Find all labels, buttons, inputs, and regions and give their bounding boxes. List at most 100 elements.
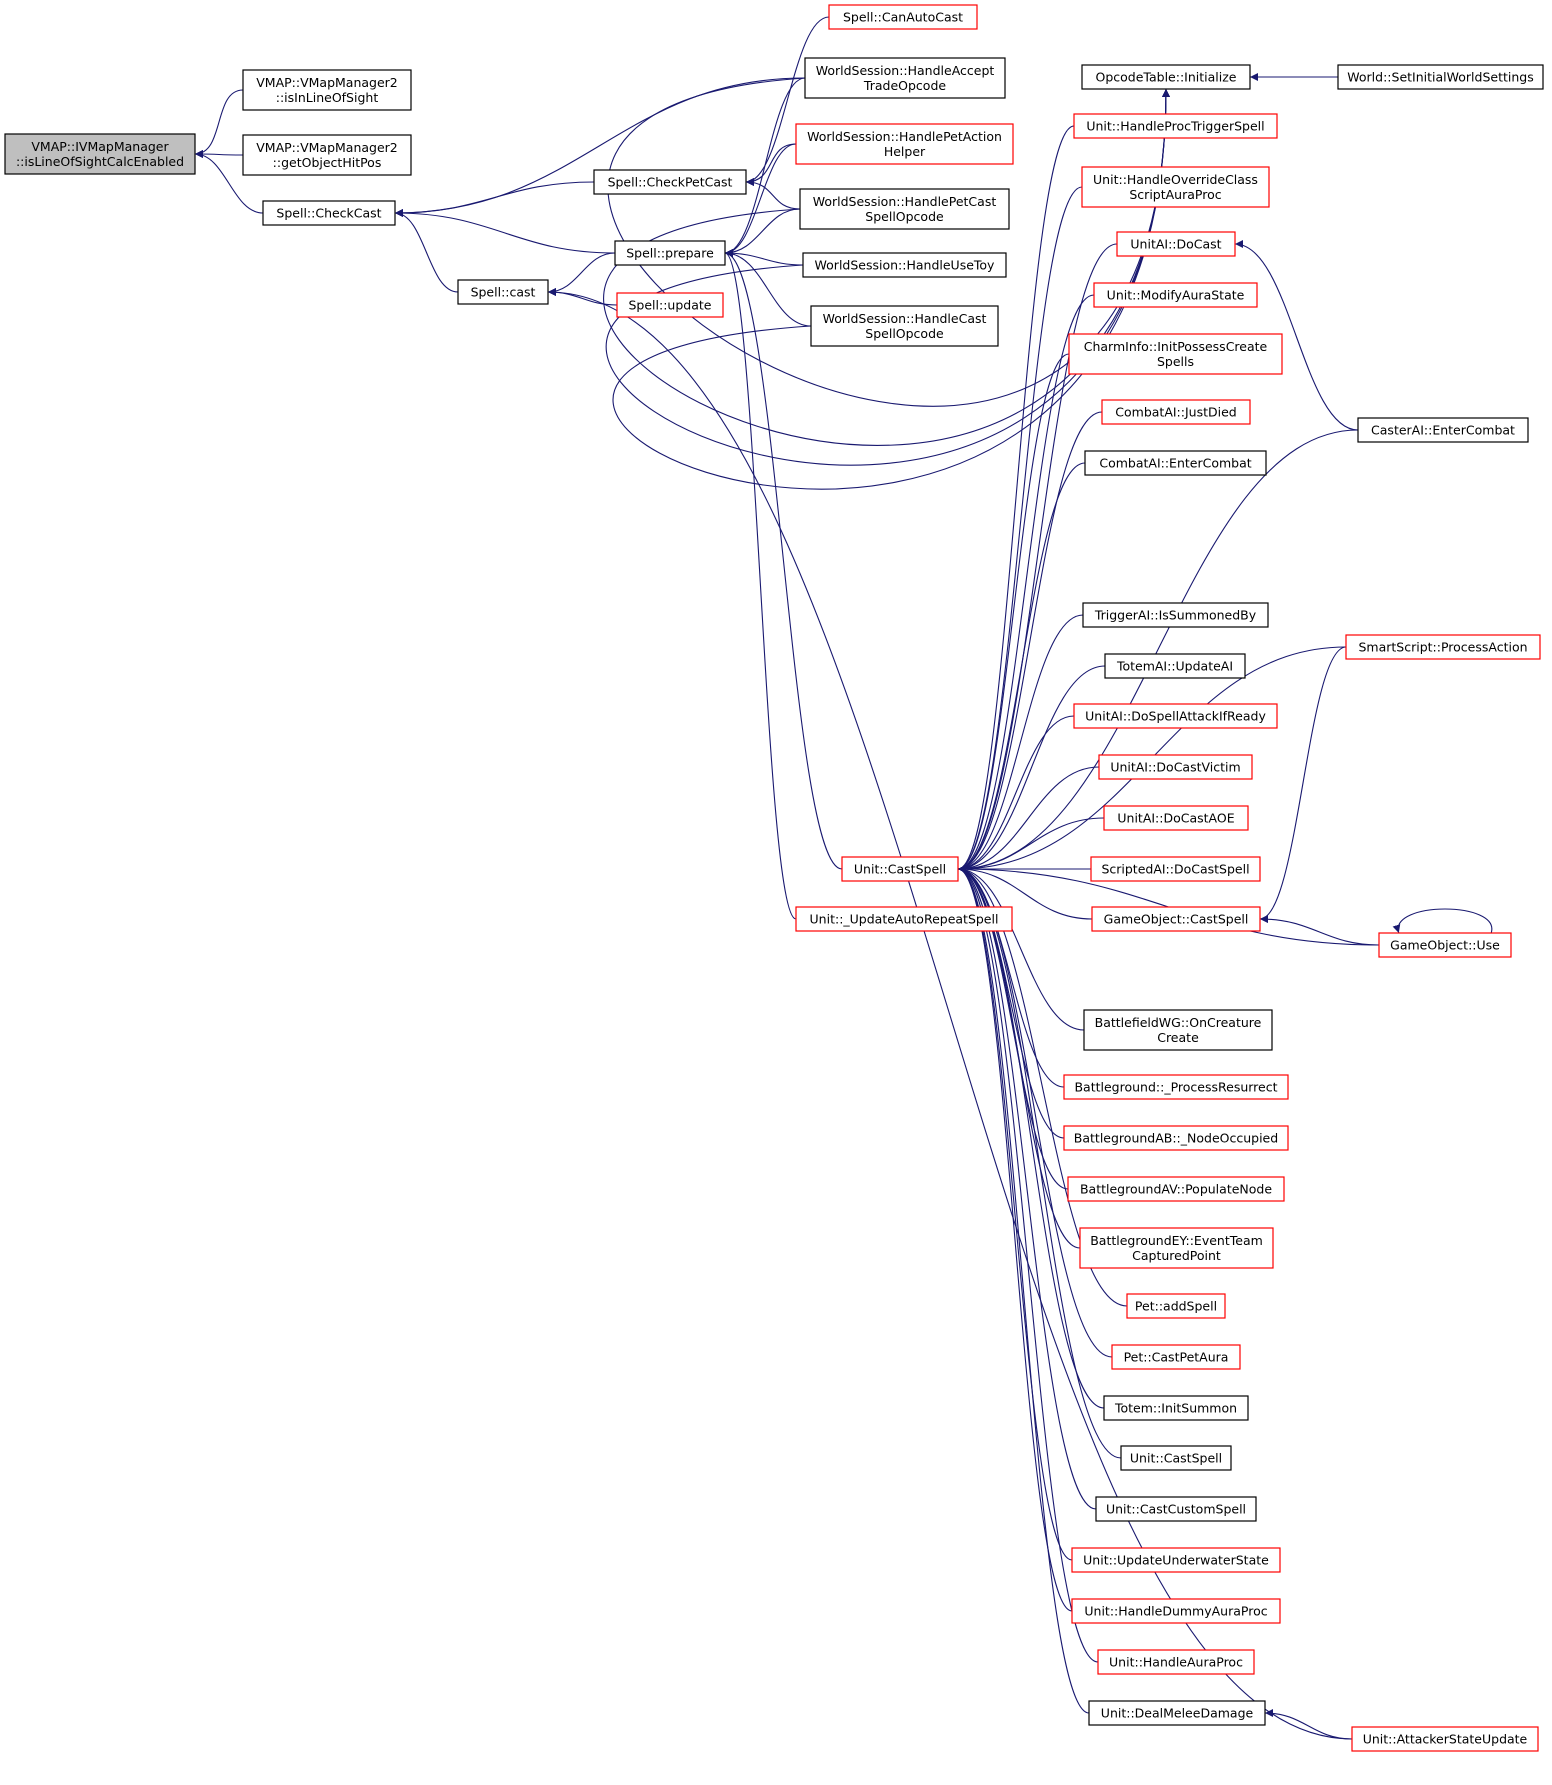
node-box: [1351, 1726, 1539, 1752]
node-box: [828, 4, 978, 30]
node-bg-resurrect[interactable]: Battleground::_ProcessResurrect: [1063, 1074, 1289, 1100]
node-totemai[interactable]: TotemAI::UpdateAI: [1104, 653, 1246, 679]
node-opcodetable[interactable]: OpcodeTable::Initialize: [1081, 64, 1251, 90]
node-label: Unit::CastCustomSpell: [1106, 1502, 1246, 1517]
node-label: Unit::DealMeleeDamage: [1101, 1706, 1254, 1721]
node-label: CharmInfo::InitPossessCreate: [1084, 339, 1268, 354]
node-box: [1063, 1125, 1289, 1151]
node-docastaoe[interactable]: UnitAI::DoCastAOE: [1103, 805, 1249, 831]
node-label: Helper: [884, 144, 926, 159]
edge-handleaura-to-unit-castspell: [957, 865, 1099, 1663]
node-label: OpcodeTable::Initialize: [1096, 70, 1237, 85]
edge-totemai-to-unit-castspell: [957, 665, 1106, 873]
node-go-use[interactable]: GameObject::Use: [1378, 932, 1512, 958]
node-unit-castspell[interactable]: Unit::CastSpell: [841, 856, 959, 882]
edge-ws-accepttrade-to-opcodetable: [607, 77, 1170, 407]
node-label: Create: [1157, 1030, 1199, 1045]
node-handleaura[interactable]: Unit::HandleAuraProc: [1097, 1649, 1255, 1675]
node-autorepeat[interactable]: Unit::_UpdateAutoRepeatSpell: [795, 906, 1013, 932]
edge-ws-petcast-to-checkpetcast: [745, 178, 801, 210]
node-cast[interactable]: Spell::cast: [457, 279, 549, 305]
node-checkpetcast[interactable]: Spell::CheckPetCast: [593, 169, 747, 195]
node-bgav[interactable]: BattlegroundAV::PopulateNode: [1067, 1176, 1285, 1202]
node-prepare[interactable]: Spell::prepare: [614, 240, 726, 266]
node-pet-addspell[interactable]: Pet::addSpell: [1126, 1293, 1226, 1319]
node-label: GameObject::Use: [1390, 938, 1500, 953]
node-modifyaura[interactable]: Unit::ModifyAuraState: [1093, 282, 1258, 308]
node-dospellattack[interactable]: UnitAI::DoSpellAttackIfReady: [1073, 703, 1278, 729]
node-ws-usetoy[interactable]: WorldSession::HandleUseToy: [802, 252, 1007, 278]
node-root[interactable]: VMAP::IVMapManager::isLineOfSightCalcEna…: [4, 133, 196, 175]
node-unit-castspell2[interactable]: Unit::CastSpell: [1120, 1445, 1232, 1471]
node-attackerstate[interactable]: Unit::AttackerStateUpdate: [1351, 1726, 1539, 1752]
node-box: [1084, 450, 1267, 476]
node-proctrigger[interactable]: Unit::HandleProcTriggerSpell: [1073, 113, 1278, 139]
edge-prepare-to-checkcast: [394, 209, 616, 254]
node-update[interactable]: Spell::update: [616, 292, 724, 318]
node-underwater[interactable]: Unit::UpdateUnderwaterState: [1071, 1547, 1281, 1573]
node-dealmelee[interactable]: Unit::DealMeleeDamage: [1088, 1700, 1266, 1726]
node-label: Unit::HandleAuraProc: [1109, 1655, 1243, 1670]
node-casterai-enter[interactable]: CasterAI::EnterCombat: [1357, 417, 1529, 443]
node-label: BattlegroundEY::EventTeam: [1090, 1233, 1263, 1248]
node-docastvictim[interactable]: UnitAI::DoCastVictim: [1098, 754, 1253, 780]
node-checkcast[interactable]: Spell::CheckCast: [262, 200, 396, 226]
node-go-castspell[interactable]: GameObject::CastSpell: [1091, 906, 1261, 932]
node-label: Unit::ModifyAuraState: [1107, 288, 1245, 303]
node-box: [802, 252, 1007, 278]
node-smartscript[interactable]: SmartScript::ProcessAction: [1345, 634, 1541, 660]
node-label: UnitAI::DoSpellAttackIfReady: [1085, 709, 1266, 724]
node-box: [1095, 1496, 1257, 1522]
node-box: [1071, 1598, 1281, 1624]
edge-ws-castspell-to-prepare: [724, 249, 812, 327]
node-triggerai[interactable]: TriggerAI::IsSummonedBy: [1082, 602, 1269, 628]
node-label: UnitAI::DoCastVictim: [1110, 760, 1240, 775]
node-box: [1120, 1445, 1232, 1471]
node-box: [1104, 653, 1246, 679]
node-bgab[interactable]: BattlegroundAB::_NodeOccupied: [1063, 1125, 1289, 1151]
node-box: [1067, 1176, 1285, 1202]
node-box: [1068, 333, 1283, 375]
node-dummyaura[interactable]: Unit::HandleDummyAuraProc: [1071, 1598, 1281, 1624]
node-label: Unit::HandleOverrideClass: [1093, 172, 1258, 187]
node-canautocast[interactable]: Spell::CanAutoCast: [828, 4, 978, 30]
node-box: [262, 200, 396, 226]
edge-docastvictim-to-unit-castspell: [957, 766, 1100, 873]
node-label: Unit::AttackerStateUpdate: [1363, 1732, 1528, 1747]
node-label: Unit::UpdateUnderwaterState: [1083, 1553, 1269, 1568]
node-label: CombatAI::JustDied: [1115, 405, 1236, 420]
node-box: [4, 133, 196, 175]
node-scriptedai[interactable]: ScriptedAI::DoCastSpell: [1090, 856, 1261, 882]
node-unitai-docast[interactable]: UnitAI::DoCast: [1116, 231, 1236, 257]
node-label: VMAP::VMapManager2: [256, 75, 398, 90]
node-pet-castaura[interactable]: Pet::CastPetAura: [1111, 1344, 1241, 1370]
node-castcustom[interactable]: Unit::CastCustomSpell: [1095, 1496, 1257, 1522]
node-label: VMAP::IVMapManager: [31, 139, 169, 154]
node-totem-init[interactable]: Totem::InitSummon: [1103, 1395, 1249, 1421]
node-label: Spell::cast: [471, 285, 536, 300]
node-vm-gethitpos[interactable]: VMAP::VMapManager2::getObjectHitPos: [242, 134, 412, 176]
node-label: UnitAI::DoCastAOE: [1117, 811, 1234, 826]
node-world-settings[interactable]: World::SetInitialWorldSettings: [1337, 64, 1544, 90]
node-combatai-died[interactable]: CombatAI::JustDied: [1101, 399, 1251, 425]
node-vm-isinlos[interactable]: VMAP::VMapManager2::isInLineOfSight: [242, 69, 412, 111]
node-label: ::getObjectHitPos: [273, 155, 382, 170]
node-box: [810, 305, 999, 347]
node-label: ScriptedAI::DoCastSpell: [1101, 862, 1249, 877]
edge-pet-castaura-to-unit-castspell: [957, 865, 1113, 1358]
node-box: [1103, 805, 1249, 831]
node-box: [1081, 166, 1270, 208]
node-label: CombatAI::EnterCombat: [1099, 456, 1251, 471]
node-label: Unit::CastSpell: [1130, 1451, 1222, 1466]
node-combatai-enter[interactable]: CombatAI::EnterCombat: [1084, 450, 1267, 476]
node-label: Spell::CheckPetCast: [608, 175, 733, 190]
